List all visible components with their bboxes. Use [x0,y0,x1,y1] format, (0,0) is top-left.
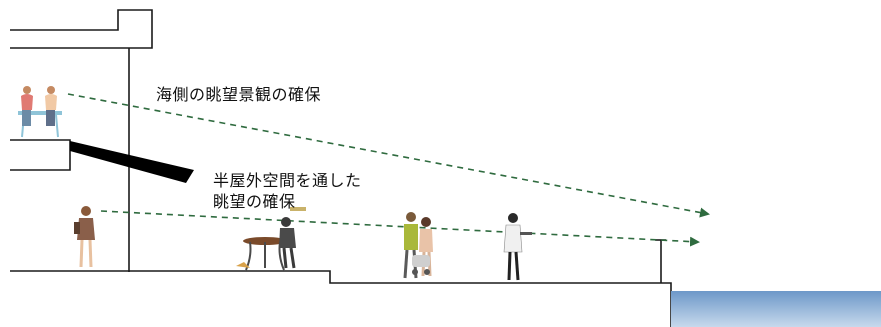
upper-cafe-group [18,86,62,138]
sea-water [671,291,881,327]
roof-slab [10,9,153,49]
sightline-upper [67,93,710,218]
cafe-table-ground [243,237,287,245]
ground-cafe-group [236,207,306,271]
cafe-table-upper [18,111,62,115]
sightlines [67,93,710,247]
building-structure [10,9,672,327]
person-figure [23,86,31,94]
annotation-semi-outdoor: 半屋外空間を通した 眺望の確保 [213,170,362,212]
person-standing-left [74,206,95,268]
annotation-semi-outdoor-line1: 半屋外空間を通した [213,171,362,190]
annotation-semi-outdoor-line2: 眺望の確保 [213,192,296,211]
sightline-lower [100,210,700,247]
upper-terrace-floor [10,139,71,171]
annotation-sea-view: 海側の眺望景観の確保 [156,85,322,104]
person-with-tray [503,213,532,281]
person-figure [47,86,55,94]
couple-with-stroller [403,212,433,279]
ground-line [10,270,672,327]
ramp-beam [70,141,194,183]
